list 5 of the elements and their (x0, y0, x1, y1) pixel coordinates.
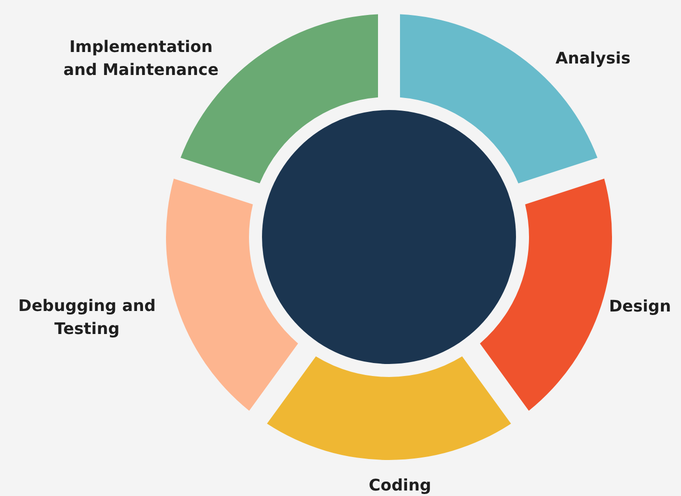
stage-label: Implementation and Maintenance (62, 36, 220, 81)
stage-label: Analysis (554, 48, 632, 70)
stage-label: Debugging and Testing (17, 295, 157, 340)
stage-label: Design (608, 296, 672, 318)
stage-label: Coding (368, 474, 432, 496)
